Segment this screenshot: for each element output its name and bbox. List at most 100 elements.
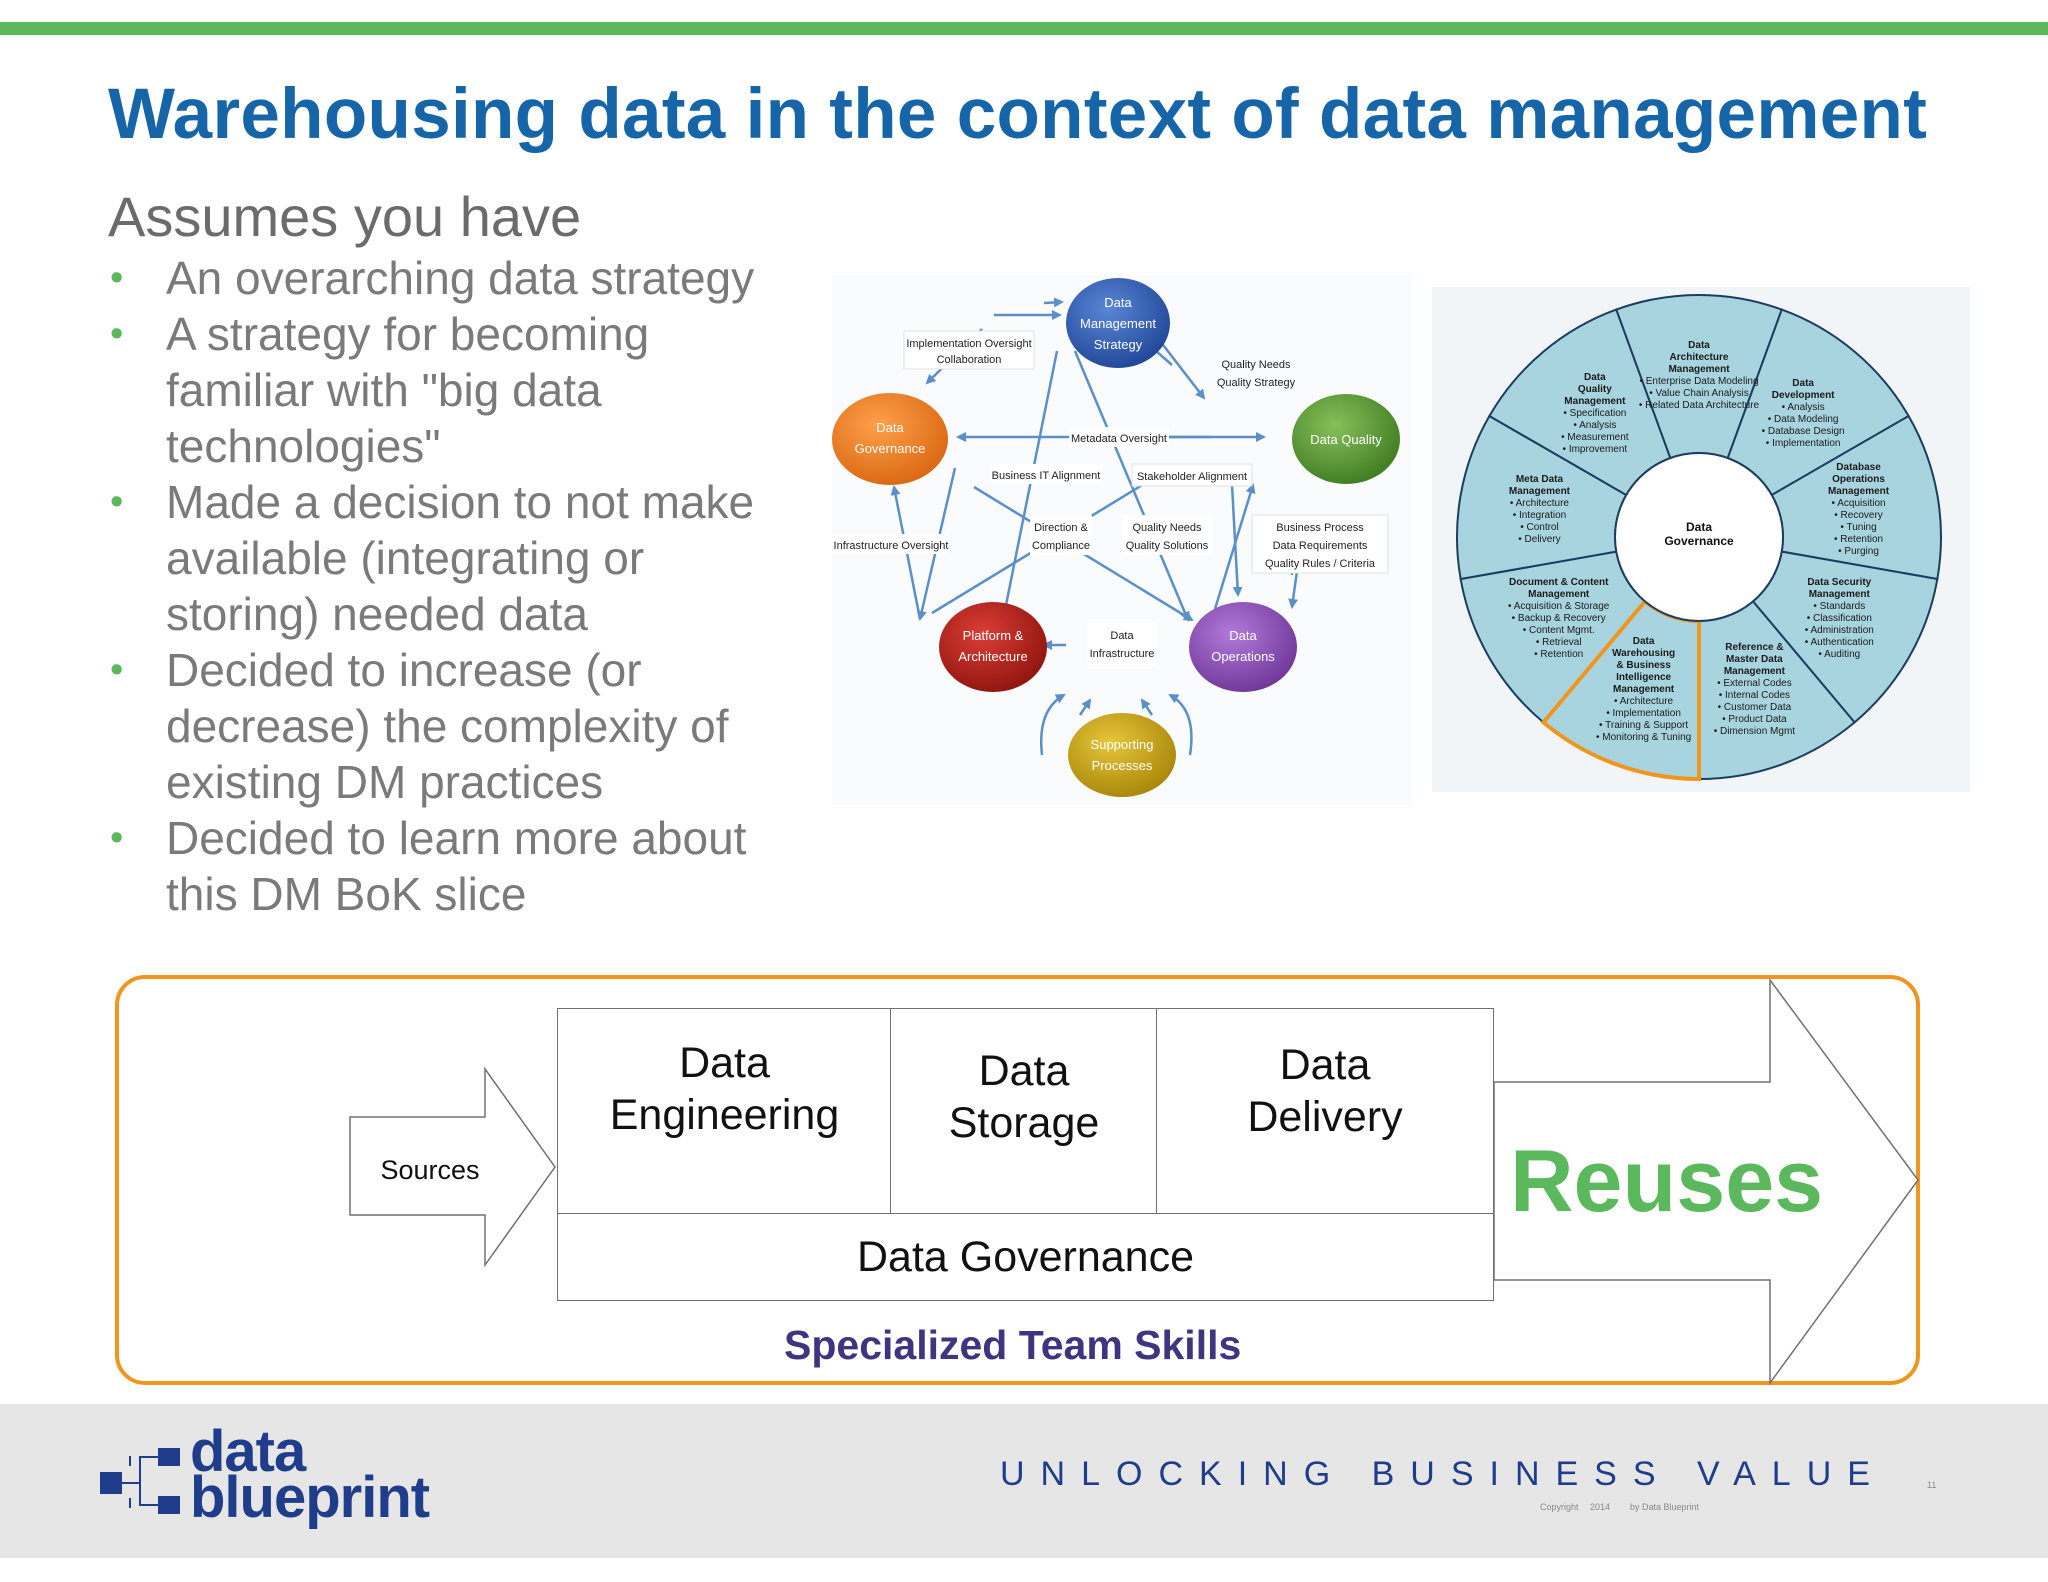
wheel-segment-item: • Internal Codes (1719, 690, 1790, 701)
wheel-segment-item: • Purging (1838, 546, 1879, 557)
bullet-item: •Decided to learn more about this DM BoK… (110, 812, 747, 920)
wheel-segment-title: Reference & (1725, 642, 1783, 653)
wheel-segment-title: Development (1772, 390, 1835, 401)
wheel-segment-item: • Customer Data (1718, 702, 1792, 713)
blueprint-logo-icon (100, 1448, 180, 1514)
wheel-segment-item: • Architecture (1510, 498, 1570, 509)
wheel-segment-item: • Analysis (1573, 420, 1616, 431)
svg-text:Data: Data (1229, 628, 1257, 643)
wheel-segment-item: • Auditing (1818, 649, 1860, 660)
edge-label: Quality Strategy (1217, 377, 1296, 389)
wheel-segment-title: Meta Data (1516, 474, 1564, 485)
data-governance-box: Data Governance (557, 1213, 1494, 1301)
svg-text:Platform &: Platform & (963, 628, 1024, 643)
strategy-node: Data Management Strategy (1066, 278, 1170, 368)
edge-label: Metadata Oversight (1071, 433, 1167, 445)
wheel-segment-item: • Classification (1807, 613, 1872, 624)
operations-node: Data Operations (1189, 602, 1297, 692)
edge-label: Direction & (1034, 522, 1088, 534)
wheel-segment-title: Data (1688, 340, 1710, 351)
svg-text:Management: Management (1080, 316, 1156, 331)
svg-text:Data: Data (1104, 295, 1132, 310)
bullet-item: •An overarching data strategy (110, 252, 755, 304)
supporting-node: Supporting Processes (1068, 713, 1176, 797)
edge-label: Data (1110, 630, 1134, 642)
arrow-line (1168, 693, 1193, 756)
bullet-icon: • (110, 817, 124, 859)
edge-label: Business IT Alignment (992, 470, 1101, 482)
wheel-segment-item: • Specification (1563, 408, 1626, 419)
svg-text:Data: Data (876, 420, 904, 435)
wheel-segment-item: • Control (1520, 522, 1559, 533)
svg-text:Operations: Operations (1211, 649, 1275, 664)
wheel-segment-item: • Standards (1813, 601, 1865, 612)
wheel-segment-item: • Related Data Architecture (1639, 400, 1760, 411)
edge-label: Stakeholder Alignment (1137, 471, 1247, 483)
wheel-segment-item: • Architecture (1614, 696, 1674, 707)
bullet-item: •Decided to increase (or decrease) the c… (110, 644, 729, 808)
wheel-segment-item: • Product Data (1722, 714, 1787, 725)
bullet-icon: • (110, 481, 124, 523)
logo-text-bottom: blueprint (190, 1465, 430, 1530)
svg-text:Strategy: Strategy (1094, 337, 1143, 352)
edge-label: Quality Needs (1132, 522, 1202, 534)
bullet-item: •A strategy for becoming familiar with "… (110, 308, 650, 472)
wheel-segment-title: Architecture (1670, 352, 1729, 363)
platform-node: Platform & Architecture (939, 602, 1047, 692)
arrow-line (1140, 698, 1154, 716)
arrow-line (1078, 698, 1092, 716)
top-accent-bar (0, 22, 2048, 35)
arrow-line (1043, 297, 1064, 308)
footer-bar (0, 1404, 2048, 1558)
wheel-segment-item: • Backup & Recovery (1512, 613, 1606, 624)
wheel-segment-title: Master Data (1726, 654, 1783, 665)
wheel-segment-item: • Enterprise Data Modeling (1639, 376, 1758, 387)
wheel-segment-item: • Retrieval (1536, 637, 1582, 648)
wheel-segment-title: Document & Content (1509, 577, 1609, 588)
bullet-icon: • (110, 313, 124, 355)
dm-cycle-svg: Data Management Strategy Data Governance… (832, 278, 1400, 797)
copyright-year: 2014 (1590, 1502, 1611, 1512)
wheel-segment-title: Management (1613, 684, 1675, 695)
arrow-line (1040, 693, 1066, 756)
copyright-label: Copyright (1540, 1502, 1579, 1512)
wheel-segment-item: • Tuning (1840, 522, 1876, 533)
edge-label: Compliance (1032, 540, 1090, 552)
reuses-arrow (1493, 977, 1919, 1386)
wheel-segment-title: Operations (1832, 474, 1885, 485)
wheel-segment-title: Data (1584, 372, 1606, 383)
team-skills-label: Specialized Team Skills (784, 1322, 1242, 1368)
edge-label: Infrastructure Oversight (834, 540, 949, 552)
wheel-segment-item: • Implementation (1606, 708, 1681, 719)
wheel-center-label: Data (1686, 520, 1712, 534)
wheel-segment-item: • Improvement (1563, 444, 1628, 455)
wheel-segment-item: • Acquisition & Storage (1508, 601, 1610, 612)
wheel-segment-title: Management (1528, 589, 1590, 600)
wheel-segment-item: • Recovery (1834, 510, 1883, 521)
logo-text-top: data (190, 1419, 306, 1484)
wheel-segment-title: Management (1564, 396, 1626, 407)
wheel-segment-title: Management (1828, 486, 1890, 497)
wheel-segment-item: • Delivery (1518, 534, 1560, 545)
wheel-segment-title: Data (1792, 378, 1814, 389)
wheel-segment-item: • Retention (1534, 649, 1583, 660)
quality-node: Data Quality (1292, 394, 1400, 484)
copyright-owner: by Data Blueprint (1630, 1502, 1700, 1512)
wheel-segment-item: • Measurement (1561, 432, 1629, 443)
wheel-segment-item: • Acquisition (1831, 498, 1885, 509)
sources-arrow (349, 1066, 556, 1268)
wheel-segment-item: • Data Modeling (1768, 414, 1839, 425)
wheel-segment-title: Warehousing (1612, 648, 1675, 659)
reuses-label: Reuses (1510, 1131, 1824, 1230)
wheel-segment-title: Database (1836, 462, 1881, 473)
assumption-list: •An overarching data strategy •A strateg… (108, 250, 808, 922)
svg-text:Architecture: Architecture (958, 649, 1027, 664)
data-blueprint-logo: data blueprint (100, 1423, 480, 1530)
bullet-icon: • (110, 649, 124, 691)
edge-label: Infrastructure (1090, 648, 1155, 660)
wheel-center-label: Governance (1664, 534, 1734, 548)
page-number: 11 (1927, 1480, 1937, 1490)
